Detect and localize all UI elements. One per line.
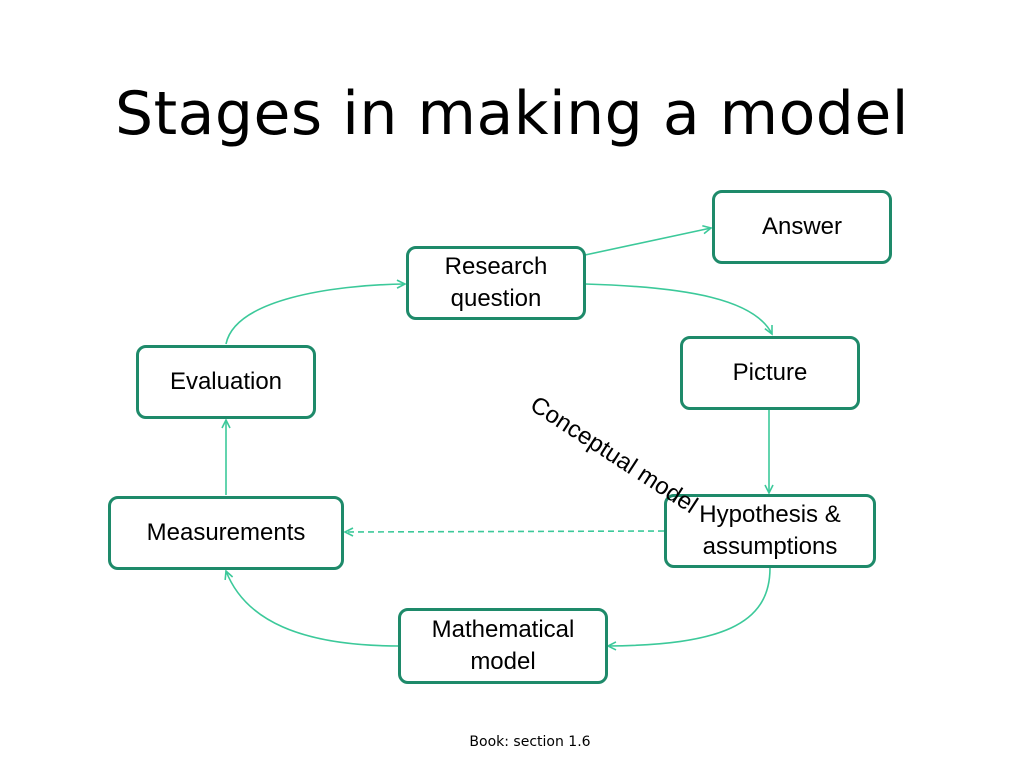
arrow-math-to-measurements (224, 569, 401, 647)
footer-reference: Book: section 1.6 (469, 734, 591, 750)
node-picture-label: Picture (732, 359, 808, 386)
slide-title: Stages in making a model (115, 79, 909, 149)
arrow-hypothesis-to-measurements-dashed (343, 527, 665, 537)
node-evaluation: Evaluation (136, 345, 316, 419)
node-picture: Picture (680, 336, 860, 410)
arrow-evaluation-to-research (225, 279, 407, 345)
node-mathematical-model: Mathematical model (398, 608, 608, 684)
node-measurements-label: Measurements (146, 519, 306, 546)
node-hypothesis-label: Hypothesis & assumptions (699, 501, 841, 560)
node-research-question: Research question (406, 246, 586, 320)
node-measurements: Measurements (108, 496, 344, 570)
node-hypothesis: Hypothesis & assumptions (664, 494, 876, 568)
node-evaluation-label: Evaluation (169, 368, 283, 395)
arrow-research-to-answer (584, 224, 713, 256)
arrow-research-to-picture (584, 283, 773, 336)
node-mathematical-model-label: Mathematical model (431, 616, 575, 675)
arrow-hypothesis-to-math (606, 567, 771, 651)
node-answer-label: Answer (761, 213, 843, 240)
node-research-question-label: Research question (444, 253, 548, 312)
node-answer: Answer (712, 190, 892, 264)
